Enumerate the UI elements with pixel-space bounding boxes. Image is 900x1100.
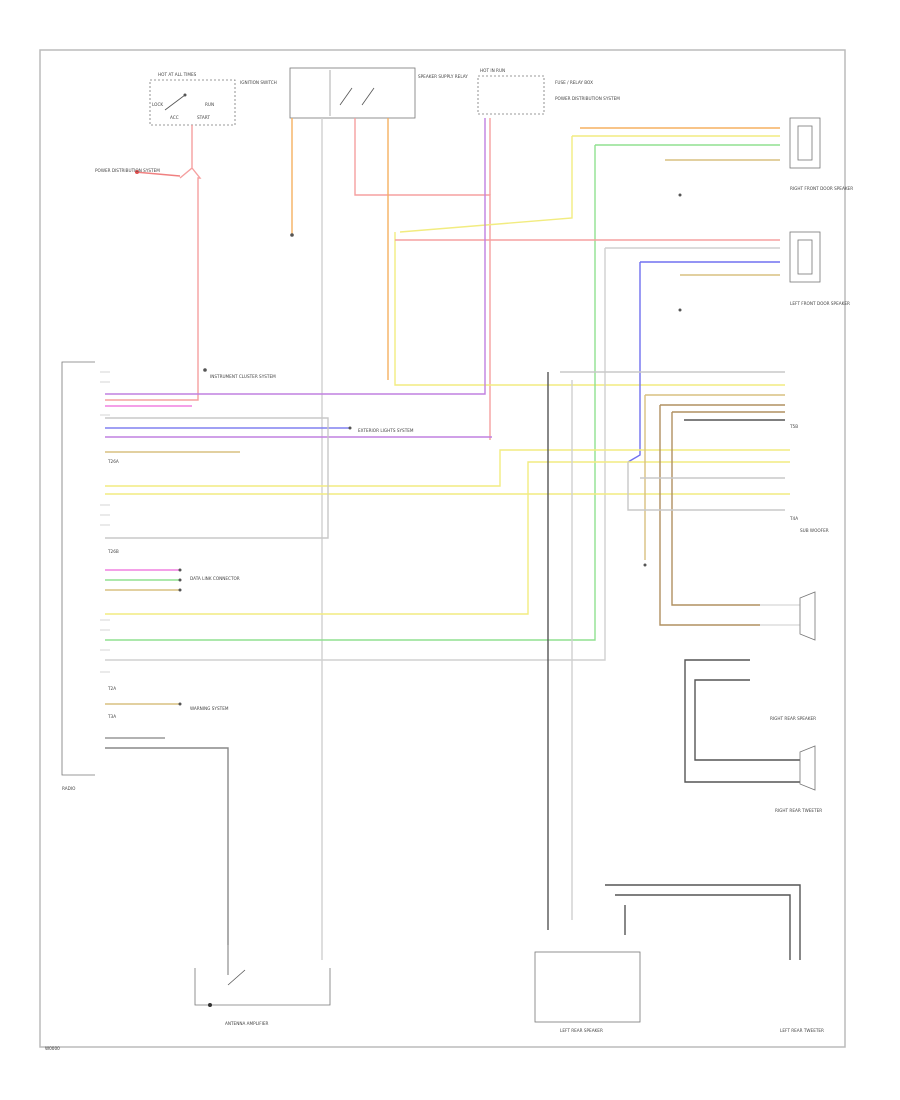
connector-t3a: T3A	[107, 714, 116, 719]
ground-sub	[643, 563, 647, 567]
dot-1	[178, 568, 182, 572]
connector-t26a: T26A	[107, 459, 119, 464]
data-link-label: DATA LINK CONNECTOR	[190, 576, 240, 581]
wire-purple-1	[105, 118, 486, 395]
wire-red-relay-1	[354, 118, 491, 440]
left-front-speaker: LEFT FRONT DOOR SPEAKER	[789, 231, 850, 306]
left-rear-speaker-label: LEFT REAR SPEAKER	[560, 1028, 603, 1033]
wire-yellow-relay	[394, 232, 785, 386]
sub-woofer-label: SUB WOOFER	[800, 528, 829, 533]
dot-2	[178, 578, 182, 582]
wire-red-stub	[134, 171, 181, 177]
radio-label: RADIO	[62, 786, 76, 791]
connector-t2a: T2A	[107, 686, 116, 691]
antenna-amplifier-label: ANTENNA AMPLIFIER	[225, 1021, 269, 1026]
dot-ic	[203, 368, 207, 372]
wire-yellow-2	[105, 449, 790, 487]
connector-t26b: T26B	[107, 549, 119, 554]
radio-unit: RADIO T26A T26B T2A T3A INSTRUMENT CLUST…	[61, 361, 414, 791]
wire-red-supply	[105, 125, 202, 401]
hot-at-all-times-label: HOT AT ALL TIMES	[158, 72, 197, 77]
wire-green-rf	[105, 144, 780, 641]
wire-yellow-4	[105, 461, 790, 615]
dot-3	[178, 588, 182, 592]
lock-label: LOCK	[152, 102, 163, 107]
junction-red	[135, 170, 139, 174]
dot-4	[178, 702, 182, 706]
ignition-switch-label: IGNITION SWITCH	[240, 80, 277, 85]
connector-t4a: T4A	[789, 516, 798, 521]
ground-rf	[678, 193, 682, 197]
wire-gray-2	[105, 417, 329, 539]
left-front-speaker-label: LEFT FRONT DOOR SPEAKER	[790, 301, 850, 306]
fuse-box-label: FUSE / RELAY BOX	[555, 80, 593, 85]
footer-code: W0000	[45, 1046, 60, 1051]
ignition-switch: HOT AT ALL TIMES LOCK RUN ACC START IGNI…	[149, 72, 277, 126]
power-distribution-label: POWER DISTRIBUTION SYSTEM	[555, 96, 620, 101]
speaker-supply-relay: SPEAKER SUPPLY RELAY	[289, 67, 468, 119]
radio-pins	[100, 371, 110, 673]
right-front-speaker: RIGHT FRONT DOOR SPEAKER	[789, 117, 853, 191]
wire-blue-lf	[627, 261, 780, 463]
start-label: START	[197, 115, 210, 120]
wire-yellow-rf	[399, 135, 780, 233]
diagram-frame	[39, 49, 846, 1048]
wire-gray-ant-2	[105, 747, 229, 945]
power-dist-ref: POWER DISTRIBUTION SYSTEM	[95, 168, 160, 173]
ground-g1	[290, 233, 294, 237]
left-rear-speaker: LEFT REAR SPEAKER LEFT REAR TWEETER	[534, 884, 824, 1033]
connector-t5b: T5B	[789, 424, 798, 429]
hot-in-run-label: HOT IN RUN	[480, 68, 505, 73]
sub-woofer-harness: T5B T4A SUB WOOFER	[547, 371, 829, 930]
speaker-relay-label: SPEAKER SUPPLY RELAY	[418, 74, 468, 79]
right-front-speaker-label: RIGHT FRONT DOOR SPEAKER	[790, 186, 853, 191]
exterior-lights-label: EXTERIOR LIGHTS SYSTEM	[358, 428, 414, 433]
run-label: RUN	[205, 102, 214, 107]
acc-label: ACC	[170, 115, 179, 120]
dot-ext	[348, 426, 352, 430]
left-rear-tweeter-label: LEFT REAR TWEETER	[780, 1028, 824, 1033]
right-rear-tweeter-label: RIGHT REAR TWEETER	[775, 808, 822, 813]
instrument-cluster-label: INSTRUMENT CLUSTER SYSTEM	[210, 374, 276, 379]
wire-gray-lf	[105, 247, 780, 661]
fuse-relay-box: HOT IN RUN FUSE / RELAY BOX POWER DISTRI…	[477, 68, 620, 115]
right-rear-speaker: RIGHT REAR SPEAKER	[760, 591, 816, 721]
warning-system-label: WARNING SYSTEM	[190, 706, 229, 711]
ground-lf	[678, 308, 682, 312]
right-rear-tweeter: RIGHT REAR TWEETER	[684, 659, 822, 813]
right-rear-speaker-label: RIGHT REAR SPEAKER	[770, 716, 816, 721]
antenna-amplifier: ANTENNA AMPLIFIER	[194, 945, 331, 1026]
